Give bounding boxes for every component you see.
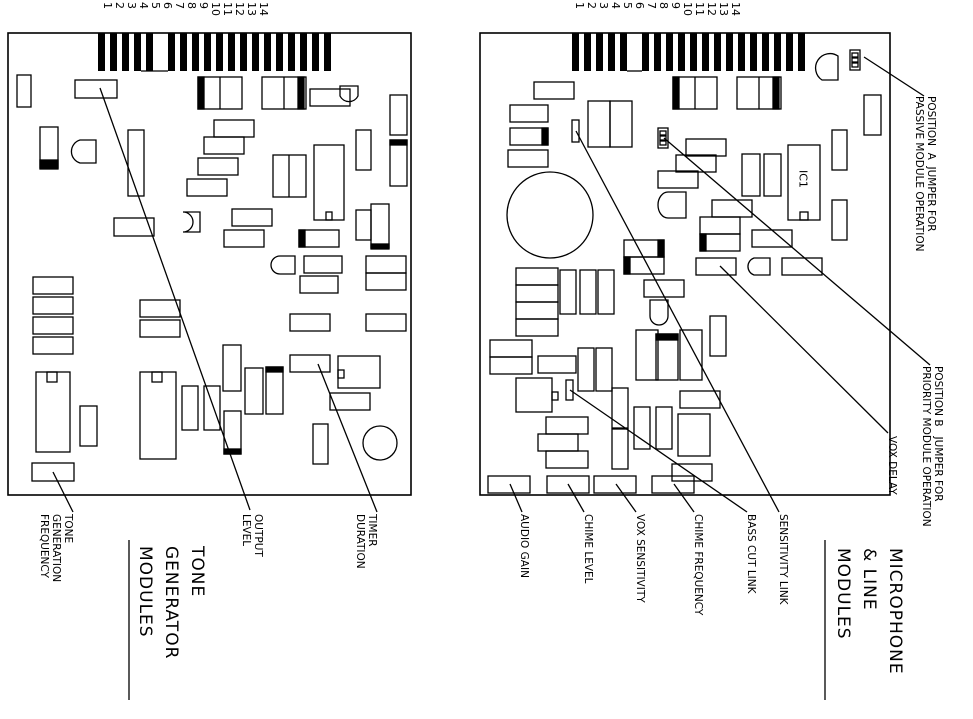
tone-pin-6: 6 bbox=[161, 2, 174, 9]
callout-position-b-line-1: POSITION B JUMPER FOR bbox=[932, 366, 945, 502]
tone-pin-14: 14 bbox=[257, 2, 270, 16]
callout-audio-gain: AUDIO GAIN bbox=[518, 514, 531, 578]
callout-chime-level: CHIME LEVEL bbox=[582, 514, 595, 584]
mic-pin-9: 9 bbox=[669, 2, 682, 9]
tone-pin-10: 10 bbox=[209, 2, 222, 16]
callout-tone-generation-frequency-line-1: TONE bbox=[62, 514, 75, 544]
mic-edge-connector bbox=[572, 33, 805, 71]
tone-pin-5: 5 bbox=[149, 2, 162, 9]
callout-vox-sensitivity: VOX SENSITIVITY bbox=[634, 514, 647, 603]
callout-output-level-line-2: LEVEL bbox=[240, 514, 253, 547]
mic-pin-12: 12 bbox=[705, 2, 718, 16]
callout-position-a-line-1: POSITION A JUMPER FOR bbox=[925, 96, 938, 232]
tone-pin-2: 2 bbox=[113, 2, 126, 9]
tone-pin-7: 7 bbox=[173, 2, 186, 9]
callout-timer-duration-line-1: TIMER bbox=[366, 514, 379, 547]
mic-pin-10: 10 bbox=[681, 2, 694, 16]
tone-pin-9: 9 bbox=[197, 2, 210, 9]
ic1-label: IC1 bbox=[796, 170, 810, 188]
mic-pin-13: 13 bbox=[717, 2, 730, 16]
callout-timer-duration-line-2: DURATION bbox=[354, 514, 367, 569]
mic-title-line-2: & LINE bbox=[859, 548, 879, 611]
tone-pin-4: 4 bbox=[137, 2, 150, 9]
callout-sensitivity-link: SENSITIVITY LINK bbox=[777, 514, 790, 605]
tone-pin-3: 3 bbox=[125, 2, 138, 9]
mic-pin-5: 5 bbox=[621, 2, 634, 9]
tone-title-line-2: GENERATOR bbox=[161, 546, 181, 660]
mic-board-outline bbox=[479, 32, 891, 496]
callout-chime-frequency: CHIME FREQUENCY bbox=[692, 514, 705, 616]
mic-pin-1: 1 bbox=[573, 2, 586, 9]
callout-bass-cut-link: BASS CUT LINK bbox=[745, 514, 758, 594]
tone-pin-8: 8 bbox=[185, 2, 198, 9]
tone-title-line-1: TONE bbox=[187, 546, 207, 598]
mic-pin-14: 14 bbox=[729, 2, 742, 16]
callout-position-a-line-2: PASSIVE MODULE OPERATION bbox=[913, 96, 926, 252]
mic-pin-7: 7 bbox=[645, 2, 658, 9]
callout-tone-generation-frequency-line-3: FREQUENCY bbox=[38, 514, 51, 578]
callout-output-level-line-1: OUTPUT bbox=[252, 514, 265, 557]
tone-edge-connector bbox=[98, 33, 331, 71]
mic-title-line-1: MICROPHONE bbox=[885, 548, 905, 675]
mic-pin-2: 2 bbox=[585, 2, 598, 9]
mic-pin-8: 8 bbox=[657, 2, 670, 9]
tone-pin-11: 11 bbox=[221, 2, 234, 16]
mic-pin-11: 11 bbox=[693, 2, 706, 16]
mic-pin-4: 4 bbox=[609, 2, 622, 9]
tone-pin-1: 1 bbox=[101, 2, 114, 9]
tone-pin-13: 13 bbox=[245, 2, 258, 16]
callout-position-b-line-2: PRIORITY MODULE OPERATION bbox=[920, 366, 933, 527]
callout-vox-delay: VOX DELAY bbox=[886, 436, 899, 495]
tone-title-line-3: MODULES bbox=[135, 546, 155, 638]
mic-pin-3: 3 bbox=[597, 2, 610, 9]
callout-tone-generation-frequency-line-2: GENERATION bbox=[50, 514, 63, 583]
mic-title-line-3: MODULES bbox=[833, 548, 853, 640]
tone-pin-12: 12 bbox=[233, 2, 246, 16]
mic-pin-6: 6 bbox=[633, 2, 646, 9]
